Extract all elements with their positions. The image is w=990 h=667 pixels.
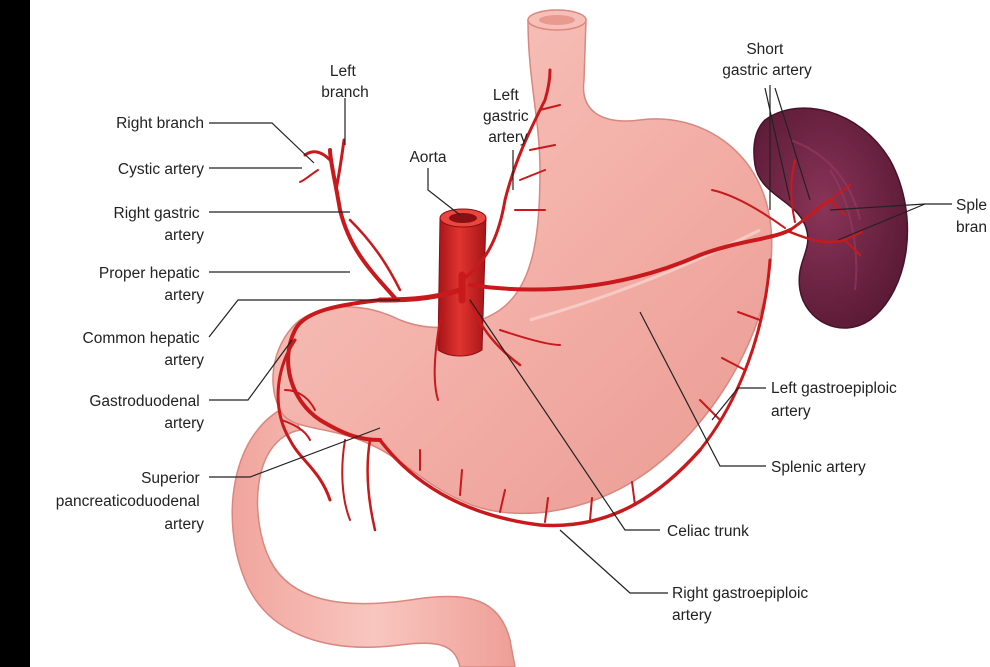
label-right-gastric-artery: Right gastric artery xyxy=(114,205,205,244)
label-left-gastric-artery: Left gastric artery xyxy=(483,87,533,146)
labels: Left branch Left gastric artery Aorta Sh… xyxy=(56,41,990,624)
label-proper-hepatic-artery: Proper hepatic artery xyxy=(99,265,204,304)
label-splenic-branches: Sple bran xyxy=(956,197,990,236)
leader-lines xyxy=(208,85,952,594)
duodenum xyxy=(231,404,516,667)
label-splenic-artery: Splenic artery xyxy=(771,459,866,476)
label-aorta: Aorta xyxy=(409,149,446,166)
arteries xyxy=(276,68,863,532)
spleen xyxy=(753,107,909,329)
label-celiac-trunk: Celiac trunk xyxy=(667,523,749,540)
label-right-branch: Right branch xyxy=(116,115,204,132)
label-short-gastric-artery: Short gastric artery xyxy=(722,41,812,79)
label-left-branch: Left branch xyxy=(321,63,368,101)
label-gastroduodenal-artery: Gastroduodenal artery xyxy=(89,393,204,432)
label-right-gastroepiploic-artery: Right gastroepiploic artery xyxy=(672,585,812,624)
label-left-gastroepiploic-artery: Left gastroepiploic artery xyxy=(771,380,901,420)
label-superior-pancreaticoduodenal-artery: Superior pancreaticoduodenal artery xyxy=(56,470,204,533)
label-common-hepatic-artery: Common hepatic artery xyxy=(83,330,205,369)
label-cystic-artery: Cystic artery xyxy=(118,161,204,178)
